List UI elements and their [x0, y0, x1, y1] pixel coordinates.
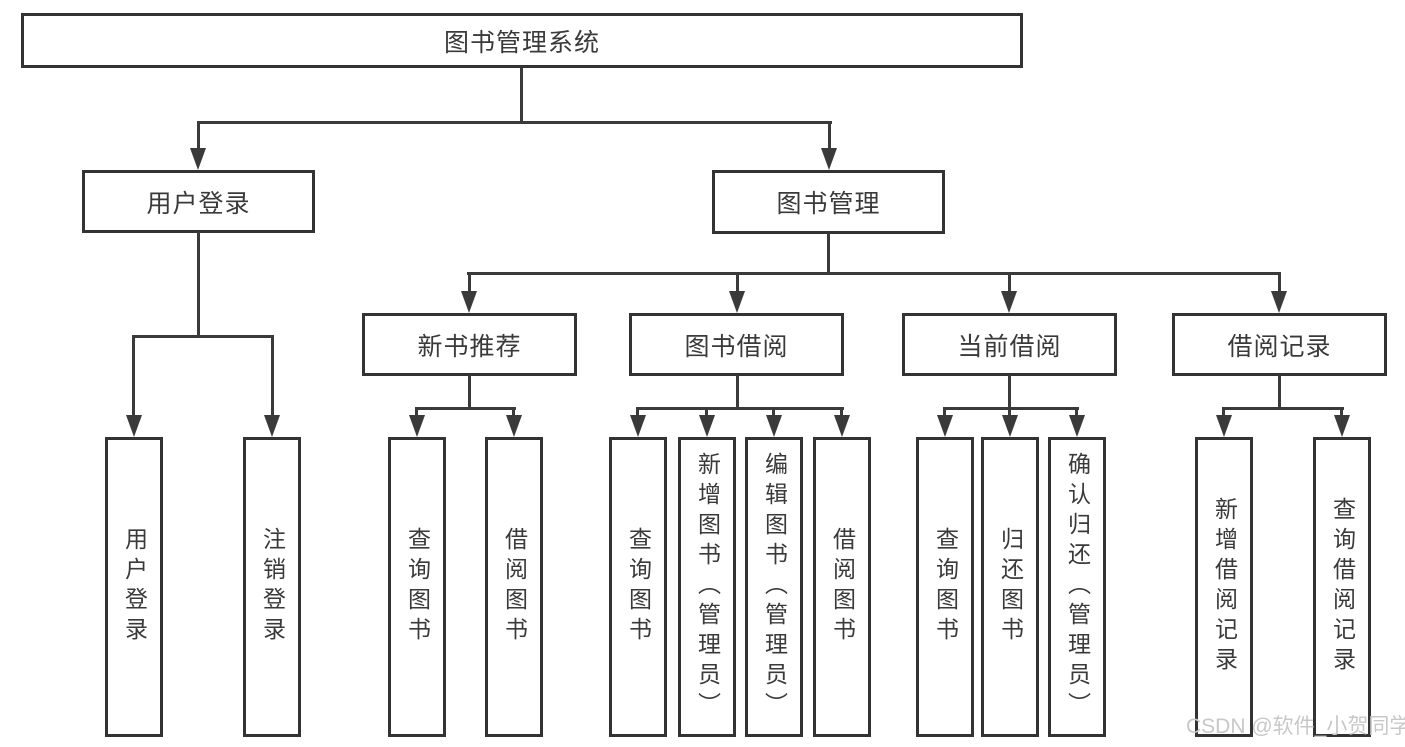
- arrowhead-down-icon: [766, 415, 782, 437]
- connector-line: [1278, 272, 1281, 293]
- leaf-cb-return-book-label: 归还图书: [997, 527, 1024, 647]
- connector-line: [1075, 407, 1078, 418]
- connector-line: [132, 335, 135, 417]
- node-book-management: 图书管理: [712, 170, 945, 234]
- connector-line: [415, 407, 516, 410]
- connector-line: [736, 272, 739, 293]
- connector-line: [828, 121, 831, 150]
- connector-line: [468, 375, 471, 410]
- connector-line: [512, 407, 515, 418]
- leaf-cb-return-book: 归还图书: [981, 437, 1039, 737]
- connector-line: [1008, 375, 1011, 410]
- node-borrow-record-label: 借阅记录: [1227, 332, 1332, 361]
- arrowhead-down-icon: [1271, 291, 1287, 313]
- arrowhead-down-icon: [264, 415, 280, 437]
- leaf-cb-query-book: 查询图书: [916, 437, 974, 737]
- leaf-nb-query-book: 查询图书: [388, 437, 446, 737]
- arrowhead-down-icon: [1002, 415, 1018, 437]
- leaf-cb-confirm-return-label: 确认归还（管理员）: [1064, 452, 1091, 722]
- node-root-label: 图书管理系统: [443, 28, 600, 57]
- connector-line: [271, 335, 274, 417]
- connector-line: [132, 335, 274, 338]
- connector-line: [1278, 375, 1281, 410]
- leaf-nb-borrow-book-label: 借阅图书: [501, 527, 528, 647]
- connector-line: [840, 407, 843, 418]
- arrowhead-down-icon: [1334, 415, 1350, 437]
- leaf-br-add-record-label: 新增借阅记录: [1211, 497, 1238, 677]
- leaf-br-add-record: 新增借阅记录: [1195, 437, 1253, 737]
- leaf-user-login-label: 用户登录: [121, 527, 148, 647]
- leaf-bb-query-book-label: 查询图书: [625, 527, 652, 647]
- leaf-bb-borrow-book: 借阅图书: [813, 437, 871, 737]
- arrowhead-down-icon: [1069, 415, 1085, 437]
- connector-line: [197, 121, 200, 150]
- arrowhead-down-icon: [630, 415, 646, 437]
- connector-line: [1222, 407, 1344, 410]
- leaf-logout-label: 注销登录: [259, 527, 286, 647]
- arrowhead-down-icon: [834, 415, 850, 437]
- connector-line: [636, 407, 639, 418]
- csdn-watermark: CSDN @软件_小贺同学: [1186, 715, 1405, 738]
- arrowhead-down-icon: [461, 291, 477, 313]
- leaf-br-query-record-label: 查询借阅记录: [1329, 497, 1356, 677]
- arrowhead-down-icon: [699, 415, 715, 437]
- arrowhead-down-icon: [126, 415, 142, 437]
- connector-line: [467, 272, 1281, 275]
- node-book-management-label: 图书管理: [776, 190, 881, 218]
- connector-line: [636, 407, 844, 410]
- node-user-login: 用户登录: [82, 170, 315, 233]
- leaf-cb-query-book-label: 查询图书: [932, 527, 959, 647]
- connector-line: [1222, 407, 1225, 418]
- arrowhead-down-icon: [506, 415, 522, 437]
- connector-line: [943, 407, 1079, 410]
- node-new-book-recommend-label: 新书推荐: [417, 332, 522, 361]
- connector-line: [1340, 407, 1343, 418]
- connector-line: [705, 407, 708, 418]
- leaf-bb-edit-book: 编辑图书（管理员）: [745, 437, 803, 737]
- connector-line: [415, 407, 418, 418]
- node-book-borrow: 图书借阅: [629, 313, 844, 376]
- leaf-nb-query-book-label: 查询图书: [404, 527, 431, 647]
- connector-line: [772, 407, 775, 418]
- arrowhead-down-icon: [409, 415, 425, 437]
- leaf-bb-query-book: 查询图书: [609, 437, 667, 737]
- node-user-login-label: 用户登录: [146, 189, 251, 218]
- connector-line: [197, 121, 832, 124]
- arrowhead-down-icon: [729, 291, 745, 313]
- connector-line: [1008, 407, 1011, 418]
- leaf-cb-confirm-return: 确认归还（管理员）: [1048, 437, 1106, 737]
- connector-line: [520, 68, 523, 121]
- connector-line: [736, 375, 739, 410]
- node-root: 图书管理系统: [21, 13, 1023, 68]
- connector-line: [1008, 272, 1011, 293]
- node-book-borrow-label: 图书借阅: [684, 332, 789, 361]
- leaf-bb-add-book: 新增图书（管理员）: [678, 437, 736, 737]
- leaf-br-query-record: 查询借阅记录: [1313, 437, 1371, 737]
- connector-line: [468, 272, 471, 293]
- leaf-nb-borrow-book: 借阅图书: [485, 437, 543, 737]
- arrowhead-down-icon: [1216, 415, 1232, 437]
- connector-line: [197, 232, 200, 335]
- leaf-user-login: 用户登录: [105, 437, 163, 737]
- arrowhead-down-icon: [937, 415, 953, 437]
- leaf-bb-borrow-book-label: 借阅图书: [829, 527, 856, 647]
- leaf-logout: 注销登录: [243, 437, 301, 737]
- leaf-bb-add-book-label: 新增图书（管理员）: [694, 452, 721, 722]
- node-new-book-recommend: 新书推荐: [362, 313, 577, 376]
- arrowhead-down-icon: [190, 148, 206, 170]
- connector-line: [827, 233, 830, 274]
- arrowhead-down-icon: [821, 148, 837, 170]
- node-current-borrow-label: 当前借阅: [957, 332, 1062, 361]
- leaf-bb-edit-book-label: 编辑图书（管理员）: [761, 452, 788, 722]
- node-current-borrow: 当前借阅: [902, 313, 1117, 376]
- connector-line: [943, 407, 946, 418]
- node-borrow-record: 借阅记录: [1172, 313, 1387, 376]
- arrowhead-down-icon: [1001, 291, 1017, 313]
